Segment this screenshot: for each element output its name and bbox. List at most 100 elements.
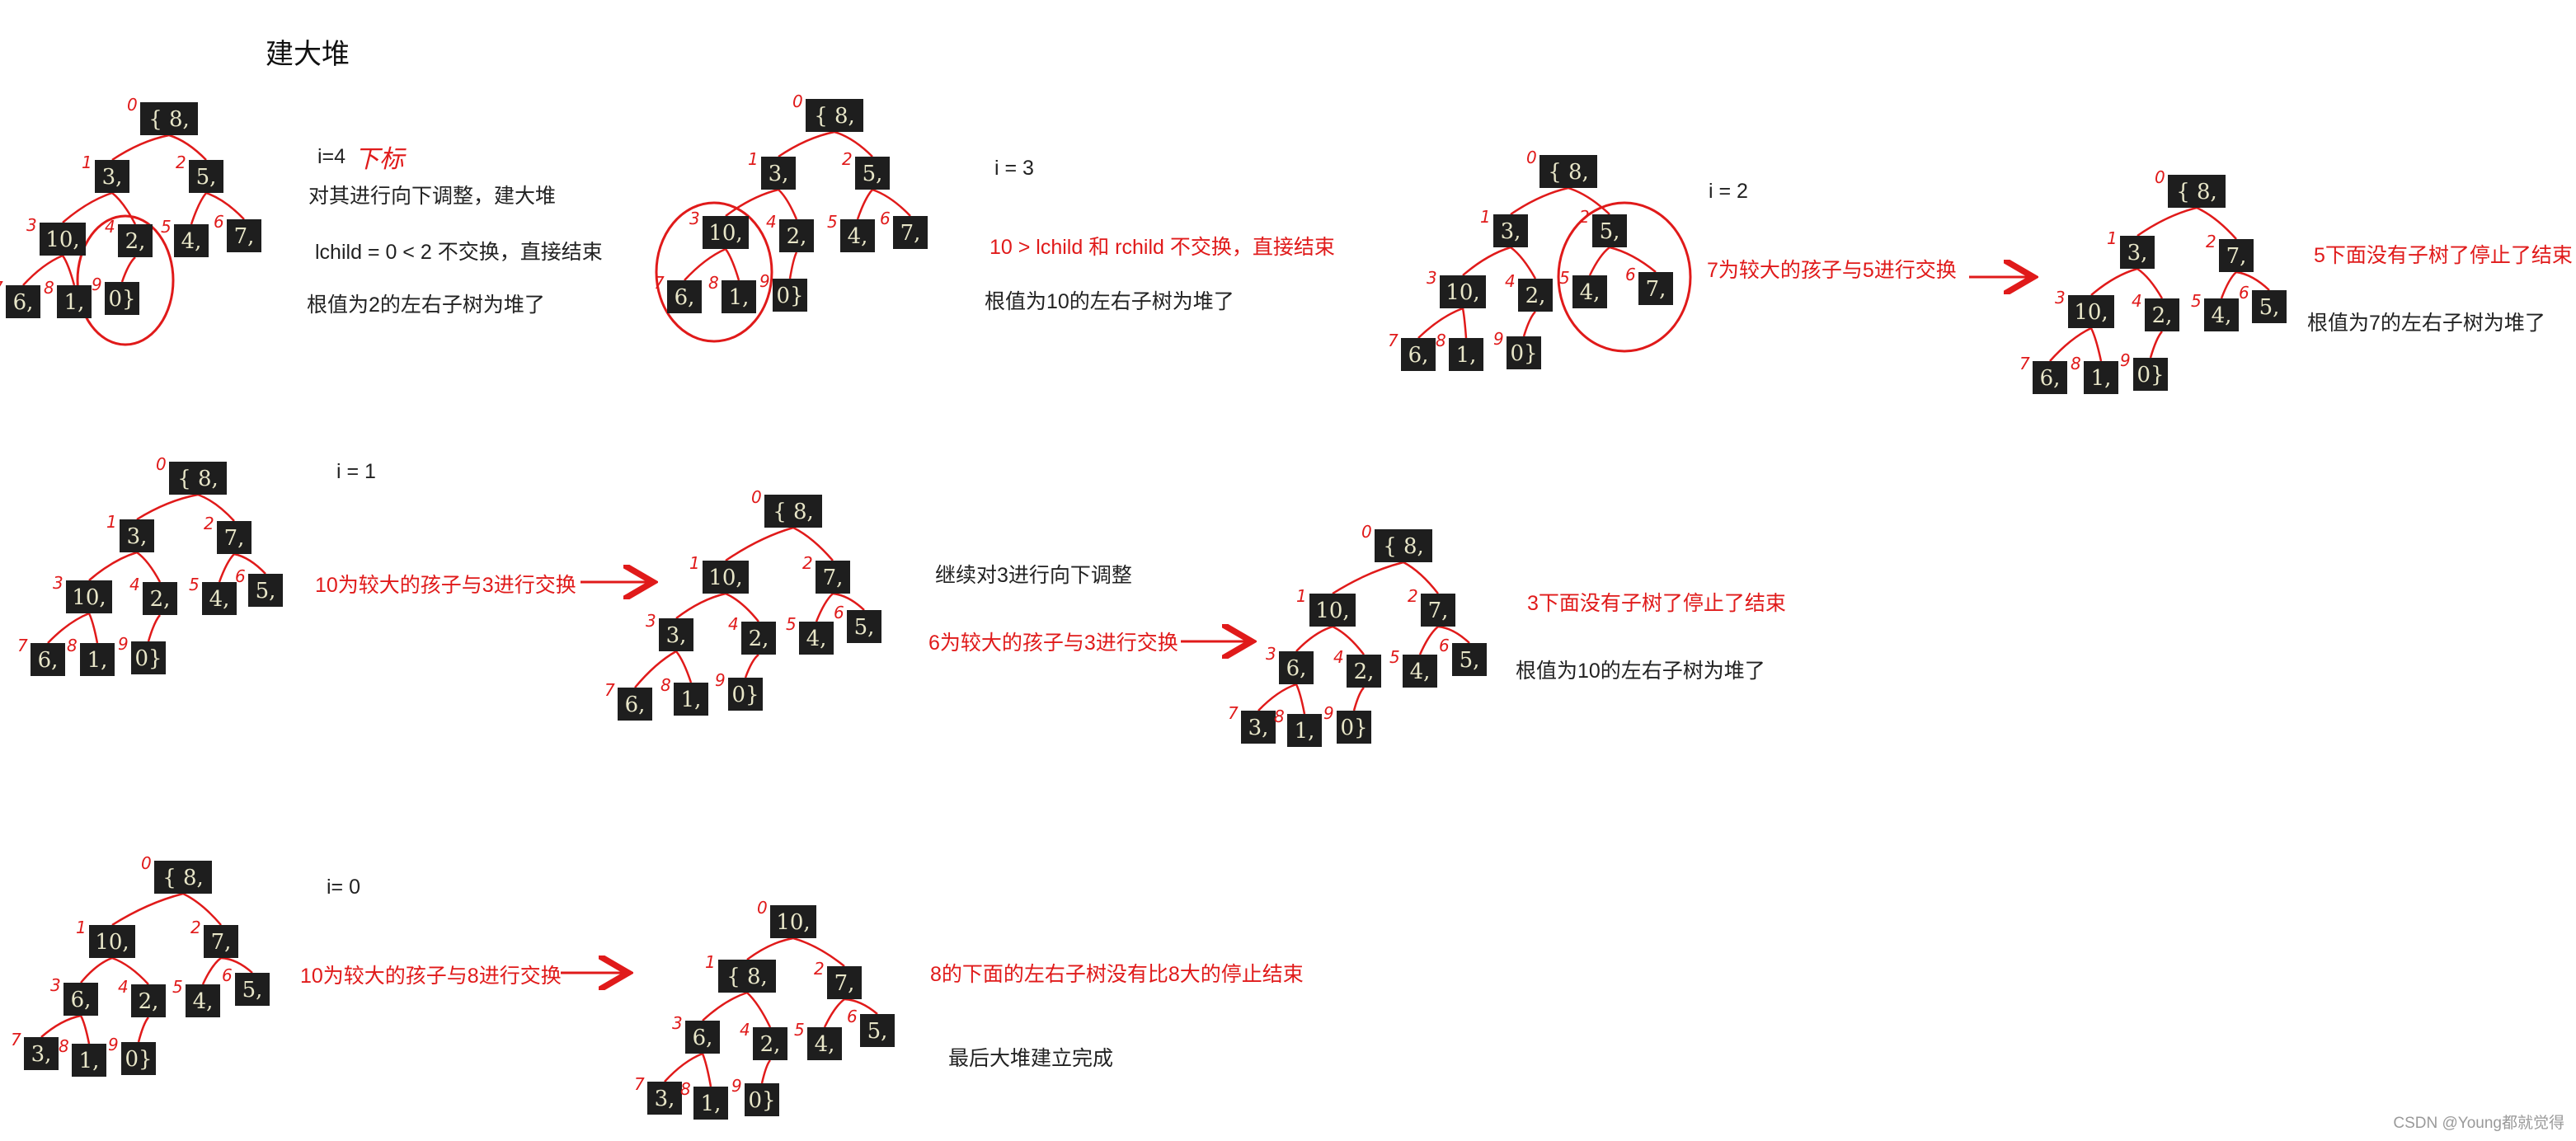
tree-edge [725,526,794,562]
tree-index-label: 9 [759,271,770,291]
tree-node-value: 1, [1456,343,1477,368]
tree-node-box [1440,275,1486,308]
tree-edge [201,956,222,985]
note-i1-line2: 继续对3进行向下调整 [935,564,1132,587]
tree-edge [724,248,740,281]
tree-node-box [770,905,816,938]
tree-node-value: 6, [71,988,92,1012]
tree-node-box [761,157,796,190]
tree-node-value: 6, [38,648,59,673]
tree-node-value: 10, [95,930,129,955]
tree-edge [40,1014,82,1038]
tree-node-value: 0} [1510,341,1537,366]
tree-index-label: 0 [141,853,152,873]
tree-index-label: 7 [2019,354,2030,373]
tree-edge [2136,206,2198,237]
tree-index-label: 8 [1274,707,1285,726]
tree-index-label: 2 [842,149,853,169]
tree-index-label: 2 [814,959,825,979]
tree-node-value: 10, [2074,300,2108,325]
tree-node-box [131,641,166,674]
tree-edge [1510,246,1537,279]
tree-edge [815,593,834,622]
tree-node-value: 1, [2091,366,2112,391]
tree-node-value: 5, [2259,295,2280,320]
tree-edge [746,992,772,1028]
tree-node-value: 10, [776,910,810,935]
tree-node-box [1638,272,1673,305]
tree-index-label: 9 [108,1035,119,1054]
tree-edge [675,592,726,619]
tree-node-box [1449,338,1483,371]
note-i1-line5: 根值为10的左右子树为堆了 [1516,660,1765,683]
tree-index-label: 4 [1333,647,1344,667]
tree-index-label: 4 [105,217,115,237]
tree-edge [1461,308,1468,339]
tree-node-box [1518,279,1553,312]
tree-edge [2220,271,2237,299]
tree-node-value: 7, [834,971,855,996]
tree-edge [22,254,63,286]
tree-edge [778,130,835,158]
tree-index-label: 2 [1408,586,1418,606]
tree-node-box [40,223,86,256]
tree-node-box [118,224,153,257]
tree-node-box [154,861,212,894]
note-i3-line2: 根值为10的左右子树为堆了 [985,290,1234,313]
tree-node-value: 1, [79,1049,100,1073]
tree-index-label: 5 [1389,647,1400,667]
tree-edge [1257,683,1297,711]
tree-index-label: 7 [634,1074,645,1094]
tree-node-value: 4, [2212,303,2232,328]
tree-node-value: 1, [87,648,108,673]
tree-node-box [120,519,154,552]
tree-index-label: 3 [1266,644,1276,664]
tree-node-value: 7, [2226,244,2247,269]
tree-node-value: 4, [181,229,202,254]
tree-node-box [799,622,834,655]
note-i1-line1: 10为较大的孩子与3进行交换 [315,574,576,597]
tree-node-box [63,983,98,1016]
tree-node-value: 1, [64,290,85,315]
tree-node-box [105,282,139,315]
tree-node-value: 2, [749,627,769,651]
tree-node-value: 5, [1600,219,1620,244]
tree-node-value: 0} [125,1047,152,1072]
tree-index-label: 3 [672,1013,683,1033]
tree-edge [1332,625,1365,655]
tree-edge [147,614,161,642]
tree-index-label: 5 [189,575,200,594]
tree-node-box [1452,643,1487,676]
tree-node-box [1279,651,1314,684]
tree-node-box [95,160,129,193]
tree-index-label: 1 [76,918,87,937]
tree-index-label: 9 [731,1076,742,1096]
tree-node-value: 10, [1315,599,1349,623]
tree-edge [725,592,759,622]
tree-node-box [131,984,166,1017]
tree-index-label: 0 [757,898,768,918]
tree-node-box [693,1087,728,1120]
tree-node-box [718,960,776,993]
tree-index-label: 5 [172,977,183,997]
tree-index-label: 3 [53,573,63,593]
tree-edge [220,956,253,974]
note-i3: i = 3 [994,157,1034,180]
tree-index-label: 7 [654,273,665,293]
tree-edge [1295,625,1333,652]
tree-index-label: 0 [1361,522,1372,542]
tree-index-label: 9 [715,670,726,690]
tree-node-box [66,580,112,613]
tree-edge [1403,561,1439,594]
note-i4-line1: 对其进行向下调整，建大堆 [308,185,557,208]
tree-node-value: 10, [45,228,79,252]
tree-index-label: 8 [2071,354,2081,373]
tree-edge [136,493,199,521]
tree-node-value: 3, [1248,716,1269,740]
tree-edge [1437,625,1470,644]
tree-index-label: 8 [1436,331,1446,350]
tree-node-value: 2, [139,989,159,1014]
